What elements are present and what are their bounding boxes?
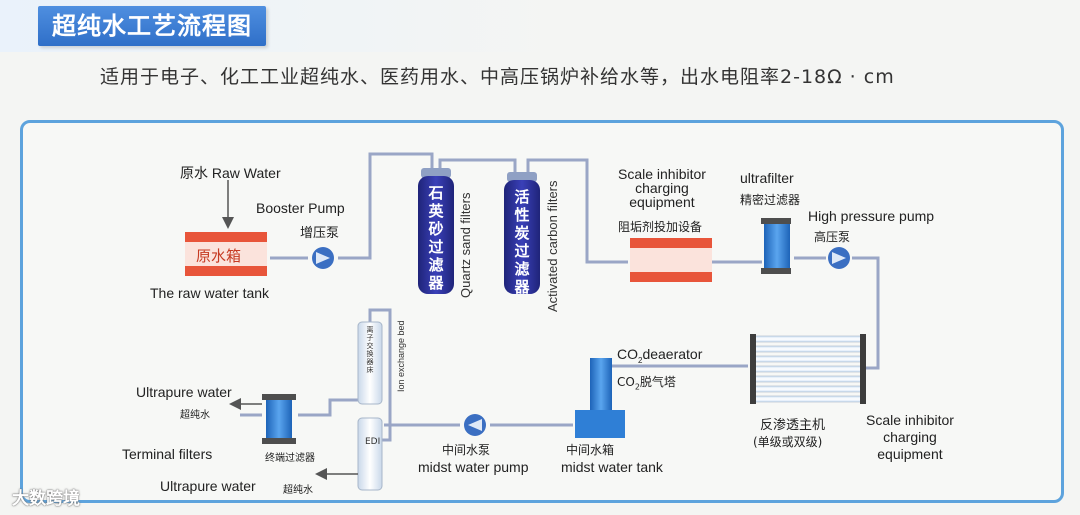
co2-deaerator-and-mid-tank [575,358,625,438]
pipe-hp-to-ro [852,256,880,370]
raw-water-tank [185,232,267,276]
ultrafilter-cn-label: 精密过滤器 [740,193,801,207]
booster-pump-cn-label: 增压泵 [300,226,340,241]
watermark-logo: 大数跨境 [12,489,80,509]
edi-label: EDI [365,437,381,447]
pump-icon [828,247,850,269]
quartz-cn-label: 石英砂过滤器 [428,184,444,292]
terminal-filter [262,394,296,444]
mid-tank-en-label: midst water tank [561,459,663,475]
ultrapure-top-cn-label: 超纯水 [180,410,210,421]
pump-icon [464,414,486,436]
terminal-cn-label: 终端过滤器 [265,453,315,464]
ion-exchange-bed [357,321,383,405]
ro-main-unit [750,334,866,404]
ultrafilter-vessel [761,218,791,274]
diagram-frame [20,120,1064,503]
ro-cn-label: 反渗透主机 [760,418,826,433]
ultrafilter-label: ultrafilter [740,170,794,186]
scale-bottom-en-label: Scale inhibitor charging equipment [866,412,954,462]
ultrapure-top-label: Ultrapure water [136,384,232,400]
pipe-to-terminal [298,398,358,417]
page-subtitle: 适用于电子、化工工业超纯水、医药用水、中高压锅炉补给水等，出水电阻率2-18Ω … [100,66,895,88]
activated-carbon-filter-vessel [504,172,540,294]
raw-water-label: 原水 Raw Water [180,165,281,181]
pipe-quartz-to-carbon [438,158,517,178]
raw-tank-label: 原水箱 [196,247,242,265]
scale-top-en-label: Scale inhibitor charging equipment [618,166,706,210]
booster-pump-label: Booster Pump [256,200,345,216]
terminal-filters-label: Terminal filters [122,446,213,462]
pipe-ion-top-loop [368,308,392,442]
mid-pump-cn-label: 中间水泵 [442,443,491,457]
mid-tank-cn-label: 中间水箱 [566,443,615,457]
co2-cn-a: CO [617,375,635,389]
ultrapure-bottom-label: Ultrapure water [160,478,256,494]
pump-icon [312,247,334,269]
pipe-booster-to-quartz [338,152,434,260]
co2-cn-sub: 2 [634,382,640,392]
hp-pump-cn-label: 高压泵 [814,230,851,244]
pipe-carbon-to-scale [526,158,628,264]
scale-inhibitor-equipment-top [630,238,712,282]
page-title: 超纯水工艺流程图 [38,6,266,46]
co2-en-sub: 2 [638,355,643,365]
ion-en-label: Ion exchange bed [396,320,406,392]
co2-deaerator-label: CO2deaerator [617,346,702,365]
edi-unit [357,417,383,491]
quartz-sand-filter-vessel [418,168,454,294]
ion-cn-label: 离子交换器床 [366,326,374,374]
co2-en-a: CO [617,346,638,362]
scale-top-cn-label: 阻垢剂投加设备 [618,220,703,234]
pipes [240,152,880,442]
carbon-cn-label: 活性炭过滤器 [514,188,530,296]
raw-tank-en-label: The raw water tank [150,285,270,301]
carbon-en-label: Activated carbon filters [545,180,560,312]
co2-cn-label: CO2脱气塔 [617,373,676,391]
mid-pump-en-label: midst water pump [418,459,529,475]
co2-cn-b: 脱气塔 [639,375,676,389]
ultrapure-bottom-cn-label: 超纯水 [283,485,313,496]
ro-cn-sub-label: (单级或双级) [753,435,823,449]
quartz-en-label: Quartz sand filters [458,192,473,299]
co2-en-b: deaerator [642,346,703,362]
hp-pump-label: High pressure pump [808,208,935,224]
